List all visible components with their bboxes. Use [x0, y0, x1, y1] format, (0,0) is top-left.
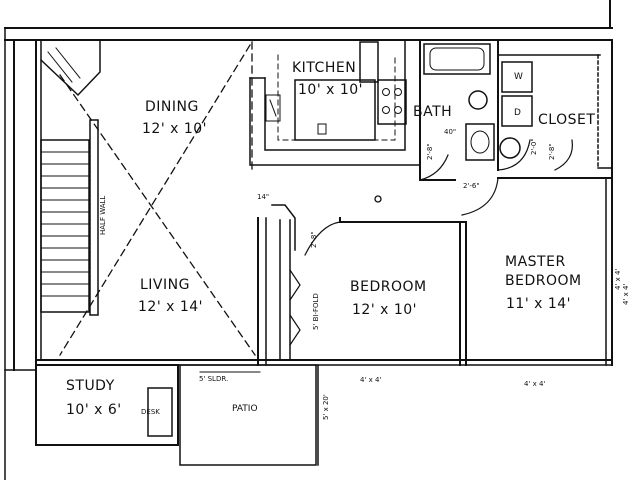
vanity [465, 123, 495, 161]
dining-size: 12' x 10' [142, 121, 208, 137]
patio-name: PATIO [232, 404, 258, 414]
bathtub [423, 43, 491, 75]
window-label-master-right-2: 4' x 4' [614, 268, 622, 290]
desk [147, 387, 173, 437]
door-label-bath: 2'-8" [426, 143, 434, 160]
study-walls [35, 364, 179, 446]
window-label-master-right: 4' x 4' [622, 283, 630, 305]
dryer-label: D [514, 108, 521, 118]
master-bedroom-name-1: MASTER [505, 254, 566, 270]
master-bedroom-size: 11' x 14' [506, 296, 572, 312]
washer-label: W [514, 72, 523, 82]
corner-pantry [39, 39, 101, 97]
desk-label: DESK [141, 408, 160, 416]
refrigerator [359, 41, 379, 83]
vanity-label: 40" [444, 128, 457, 136]
study-size: 10' x 6' [66, 402, 122, 418]
toilet [468, 90, 488, 110]
window-label-bedroom: 4' x 4' [360, 376, 382, 384]
staircase [40, 139, 90, 313]
master-bedroom-name-2: BEDROOM [505, 273, 582, 289]
dryer [501, 95, 533, 127]
dining-name: DINING [145, 99, 199, 115]
slider-label: 5' SLDR. [199, 375, 229, 383]
kitchen-island [294, 79, 376, 141]
living-size: 12' x 14' [138, 299, 204, 315]
patio-slab [179, 364, 317, 466]
closet-name: CLOSET [538, 112, 596, 128]
door-label-closet-small: 2'-0" [530, 138, 538, 155]
living-name: LIVING [140, 277, 190, 293]
bedroom-size: 12' x 10' [352, 302, 418, 318]
bath-name: BATH [413, 104, 453, 120]
kitchen-name: KITCHEN [292, 60, 357, 76]
study-name: STUDY [66, 378, 115, 394]
door-label-closet: 2'-8" [548, 143, 556, 160]
stove [377, 79, 407, 125]
ceiling-light [374, 195, 382, 203]
kitchen-size: 10' x 10' [298, 82, 364, 98]
door-label-bedroom: 2'-8" [310, 231, 318, 248]
door-label-master: 2'-6" [463, 182, 480, 190]
half-wall-label: HALF WALL [99, 195, 107, 235]
dim-14-label: 14" [257, 193, 270, 201]
half-wall [89, 119, 99, 316]
washer [501, 61, 533, 93]
bedroom-name: BEDROOM [350, 279, 427, 295]
bifold-label: 5' BI-FOLD [312, 293, 320, 330]
patio-dim-label: 5' x 20' [322, 394, 330, 420]
window-label-master-bottom: 4' x 4' [524, 380, 546, 388]
